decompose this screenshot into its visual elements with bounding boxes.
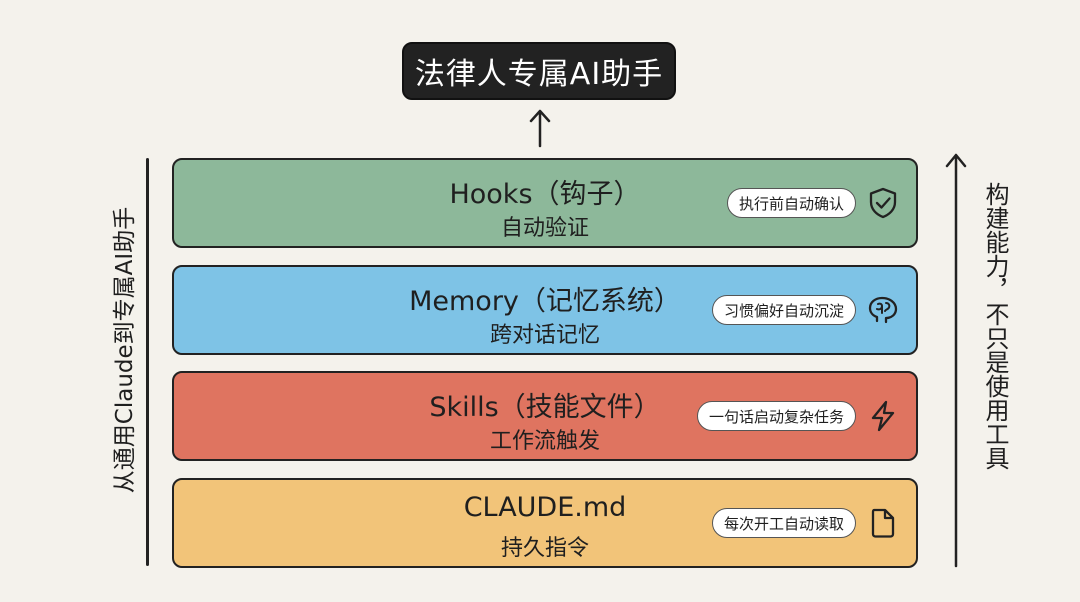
layer-title: Hooks（钩子）: [449, 179, 641, 210]
layer-hooks: Hooks（钩子） 自动验证 执行前自动确认: [172, 158, 918, 248]
left-side-label-text: 从通用Claude到专属AI助手: [112, 206, 139, 494]
layer-claude-md: CLAUDE.md 持久指令 每次开工自动读取: [172, 478, 918, 568]
layer-memory: Memory（记忆系统） 跨对话记忆 习惯偏好自动沉淀: [172, 265, 918, 355]
page-title: 法律人专属AI助手: [414, 57, 664, 92]
left-divider-line: [146, 158, 149, 566]
layer-tag: 执行前自动确认: [726, 188, 856, 218]
right-side-label: 构建能力，不只是使用工具: [981, 182, 1009, 470]
layer-tag: 一句话启动复杂任务: [696, 401, 856, 431]
layer-skills: Skills（技能文件） 工作流触发 一句话启动复杂任务: [172, 371, 918, 461]
layer-subtitle: 工作流触发: [489, 429, 600, 454]
lightning-icon: [871, 400, 895, 432]
layer-title: CLAUDE.md: [463, 492, 627, 523]
shield-check-icon: [869, 187, 897, 219]
layer-title: Memory（记忆系统）: [409, 286, 681, 317]
document-icon: [871, 508, 895, 538]
up-arrow-icon: [529, 109, 551, 148]
layer-subtitle: 跨对话记忆: [489, 323, 600, 348]
brain-icon: [868, 296, 898, 324]
layer-title: Skills（技能文件）: [429, 392, 661, 423]
layer-tag: 习惯偏好自动沉淀: [711, 295, 856, 325]
title-box: 法律人专属AI助手: [402, 42, 676, 100]
right-up-arrow-icon: [945, 153, 967, 568]
layer-tag: 每次开工自动读取: [711, 508, 856, 538]
layer-subtitle: 持久指令: [500, 536, 589, 561]
layer-subtitle: 自动验证: [500, 216, 589, 241]
left-side-label: 从通用Claude到专属AI助手: [102, 180, 142, 520]
